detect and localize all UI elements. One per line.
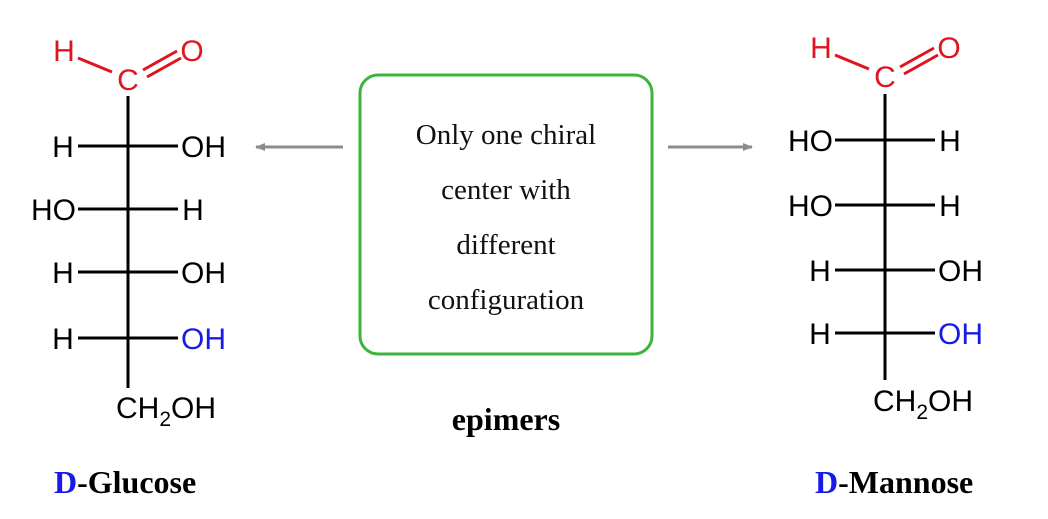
glucose-row3-right: OH — [181, 257, 226, 290]
mannose-row1-right: H — [939, 125, 961, 158]
glucose-row1-right: OH — [181, 131, 226, 164]
mannose-aldehyde-h: H — [810, 32, 832, 65]
mannose-row3-right: OH — [938, 255, 983, 288]
mannose-row2-right: H — [939, 190, 961, 223]
glucose-ch: CH — [116, 392, 159, 425]
explanation-box — [358, 73, 654, 356]
mannose-caption-prefix: D — [815, 464, 838, 500]
mannose-aldehyde-o: O — [937, 32, 960, 65]
mannose-oh: OH — [928, 385, 973, 418]
mannose-co-double-bond-1 — [899, 46, 935, 69]
glucose-structure: H C O H OH HO H H OH H OH CH2OH — [31, 35, 226, 431]
box-line-3: different — [456, 229, 555, 261]
mannose-h-c-bond — [834, 53, 870, 71]
mannose-row3-left: H — [809, 255, 831, 288]
glucose-row1-left: H — [52, 131, 74, 164]
glucose-caption: D-Glucose — [54, 464, 196, 500]
mannose-row4-right-highlight: OH — [938, 318, 983, 351]
box-line-4: configuration — [428, 284, 585, 316]
mannose-ch2oh: CH2OH — [873, 385, 973, 424]
glucose-sub: 2 — [159, 408, 171, 431]
glucose-row3-left: H — [52, 257, 74, 290]
mannose-caption: D-Mannose — [815, 464, 973, 500]
glucose-co-double-bond-1 — [142, 49, 178, 72]
glucose-row2-right: H — [182, 194, 204, 227]
mannose-aldehyde-c: C — [874, 61, 896, 94]
glucose-oh: OH — [171, 392, 216, 425]
mannose-row4-left: H — [809, 318, 831, 351]
mannose-ch: CH — [873, 385, 916, 418]
glucose-caption-prefix: D — [54, 464, 77, 500]
box-line-1: Only one chiral — [416, 119, 596, 151]
mannose-row1-left: HO — [788, 125, 833, 158]
mannose-row2-left: HO — [788, 190, 833, 223]
glucose-h-c-bond — [77, 56, 113, 74]
glucose-caption-suffix: -Glucose — [77, 464, 196, 500]
epimers-label: epimers — [452, 401, 560, 437]
mannose-co-double-bond-2 — [903, 53, 939, 76]
glucose-ch2oh: CH2OH — [116, 392, 216, 431]
box-line-2: center with — [441, 174, 571, 206]
glucose-row4-left: H — [52, 323, 74, 356]
mannose-structure: H C O HO H HO H H OH H OH CH2OH — [788, 32, 983, 424]
glucose-aldehyde-o: O — [180, 35, 203, 68]
glucose-aldehyde-h: H — [53, 35, 75, 68]
mannose-caption-suffix: -Mannose — [838, 464, 973, 500]
mannose-sub: 2 — [916, 401, 928, 424]
glucose-aldehyde-c: C — [117, 64, 139, 97]
glucose-co-double-bond-2 — [146, 56, 182, 79]
glucose-row4-right-highlight: OH — [181, 323, 226, 356]
glucose-row2-left: HO — [31, 194, 76, 227]
